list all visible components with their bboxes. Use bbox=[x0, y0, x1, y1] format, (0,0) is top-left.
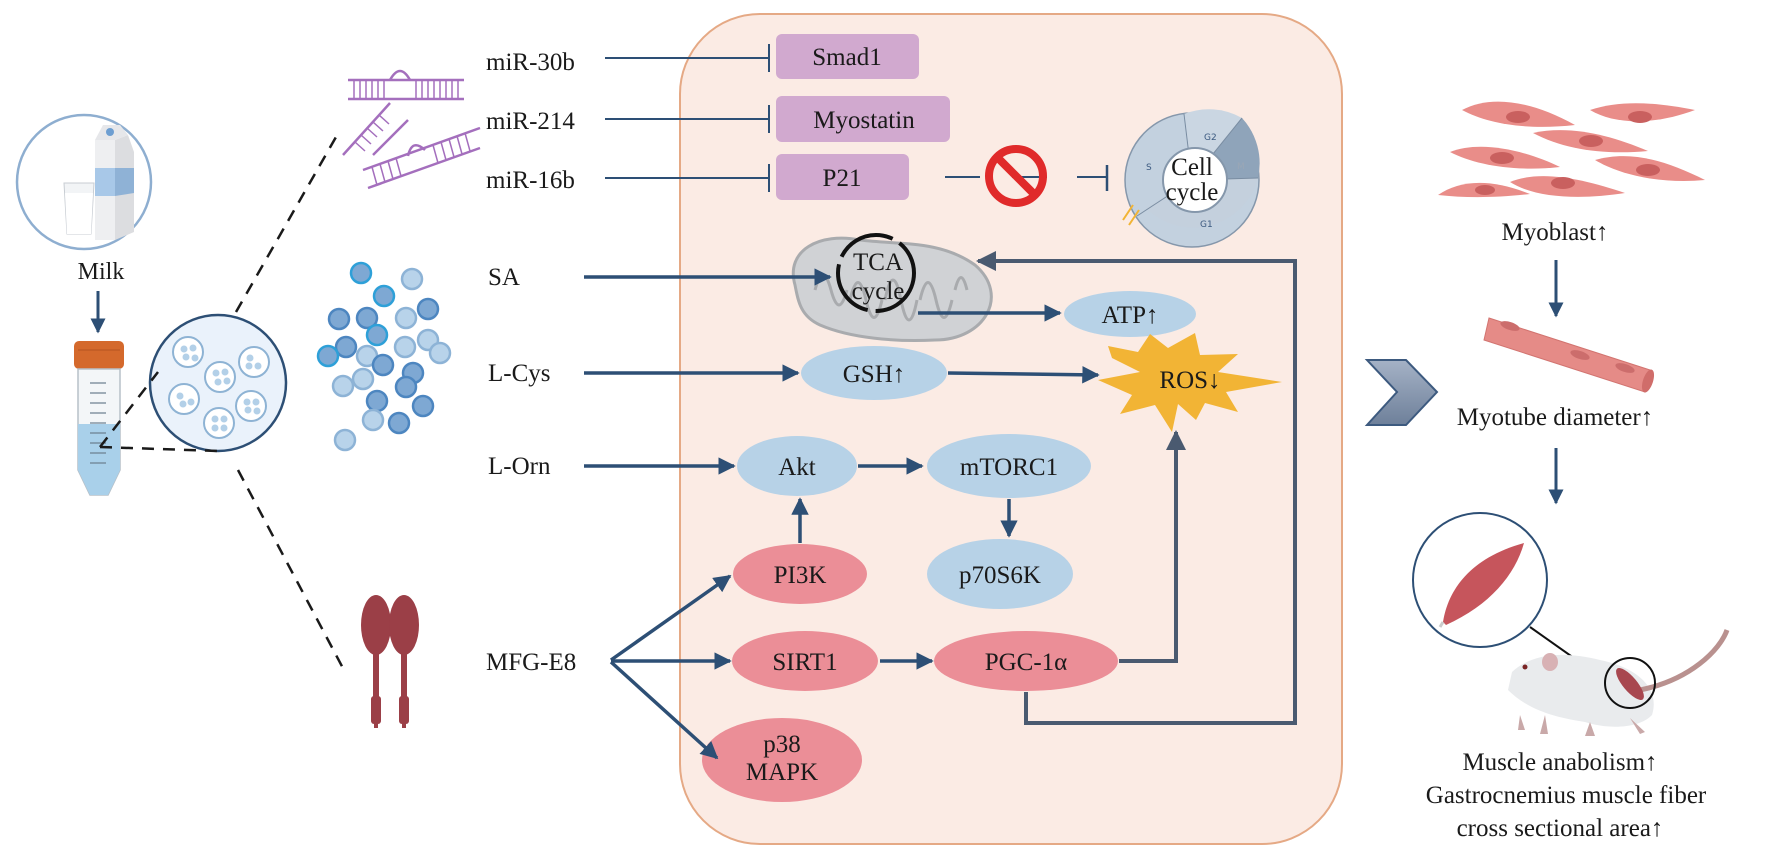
cell-cycle-icon: G2 M G1 S bbox=[1122, 109, 1260, 248]
myotube-icon bbox=[1483, 317, 1655, 393]
outcome-line2: Gastrocnemius muscle fiber bbox=[1426, 782, 1707, 809]
phase-g1: G1 bbox=[1200, 220, 1213, 230]
arrow-pgc1a-to-ros bbox=[1119, 430, 1186, 663]
phase-m: M bbox=[1237, 162, 1245, 172]
node-akt bbox=[737, 436, 857, 496]
muscle-magnified-icon bbox=[1412, 512, 1548, 648]
metabolites-icon bbox=[316, 261, 452, 452]
node-p38-label-line1: p38 bbox=[763, 731, 801, 758]
transition-chevron-icon bbox=[1364, 359, 1439, 426]
node-mtorc1-label: mTORC1 bbox=[960, 454, 1058, 481]
node-atp-label: ATP↑ bbox=[1102, 302, 1159, 329]
node-gsh-label: GSH↑ bbox=[843, 361, 906, 388]
mirna-label-mir214: miR-214 bbox=[486, 108, 575, 135]
node-sirt1-label: SIRT1 bbox=[772, 649, 837, 676]
mirna-label-mir30b: miR-30b bbox=[486, 49, 575, 76]
node-mtorc1 bbox=[927, 434, 1091, 498]
outcome-myotube: Myotube diameter↑ bbox=[1457, 404, 1653, 431]
node-p38mapk bbox=[702, 718, 862, 802]
cell-cycle-label-line2: cycle bbox=[1166, 179, 1219, 206]
milk-icon bbox=[15, 113, 153, 251]
outcome-line3: cross sectional area↑ bbox=[1457, 815, 1664, 842]
target-label-myostatin: Myostatin bbox=[813, 107, 915, 134]
outcome-line1: Muscle anabolism↑ bbox=[1462, 749, 1657, 776]
metabolite-label-lcys: L-Cys bbox=[488, 360, 551, 387]
node-ros-burst bbox=[1098, 333, 1282, 432]
outcome-myoblast: Myoblast↑ bbox=[1502, 219, 1609, 246]
arrow-mfge8-to-pi3k bbox=[609, 574, 732, 662]
target-box-p21 bbox=[776, 154, 909, 200]
metabolite-label-sa: SA bbox=[488, 264, 520, 291]
node-ros-label: ROS↓ bbox=[1159, 367, 1220, 394]
target-label-p21: P21 bbox=[823, 165, 862, 192]
target-box-smad1 bbox=[776, 34, 919, 79]
cell-cycle-label-line1: Cell bbox=[1171, 154, 1213, 181]
arrow-gsh-to-ros bbox=[947, 366, 1100, 384]
phase-g2: G2 bbox=[1204, 133, 1217, 143]
node-pi3k bbox=[733, 544, 867, 604]
metabolite-label-lorn: L-Orn bbox=[488, 453, 551, 480]
feedback-arrows bbox=[976, 251, 1297, 725]
node-p70s6k-label: p70S6K bbox=[959, 562, 1041, 589]
node-p70s6k bbox=[927, 539, 1073, 609]
node-sirt1 bbox=[732, 631, 878, 691]
node-pgc1a-label: PGC-1α bbox=[985, 649, 1068, 676]
myoblast-cells-icon bbox=[1438, 101, 1705, 198]
arrow-pgc1a-to-tca bbox=[976, 251, 1297, 725]
exosome-magnified-icon bbox=[148, 313, 288, 453]
node-gsh bbox=[801, 346, 947, 400]
target-label-smad1: Smad1 bbox=[812, 44, 881, 71]
node-pi3k-label: PI3K bbox=[774, 562, 827, 589]
phase-s: S bbox=[1146, 163, 1152, 173]
node-atp bbox=[1064, 291, 1196, 337]
dashed-zoom-lines bbox=[99, 136, 347, 673]
milk-label: Milk bbox=[78, 259, 125, 285]
prohibited-icon bbox=[985, 145, 1047, 207]
tca-label-line1: TCA bbox=[853, 249, 903, 276]
tca-label-line2: cycle bbox=[852, 278, 905, 305]
mirna-icon bbox=[342, 69, 481, 190]
mfge8-label: MFG-E8 bbox=[486, 649, 576, 676]
centrifuge-tube-icon bbox=[74, 341, 124, 496]
node-p38-label-line2: MAPK bbox=[746, 759, 818, 786]
mfge8-protein-icon bbox=[361, 595, 419, 728]
node-akt-label: Akt bbox=[778, 454, 816, 481]
node-pgc1a bbox=[934, 631, 1118, 691]
mirna-inhibition-lines bbox=[605, 44, 770, 192]
arrow-mfge8-to-p38 bbox=[609, 660, 719, 760]
mitochondrion-icon bbox=[791, 233, 993, 342]
pathway-arrows bbox=[584, 268, 1100, 760]
mouse-icon bbox=[1508, 629, 1730, 736]
mirna-label-mir16b: miR-16b bbox=[486, 167, 575, 194]
target-box-myostatin bbox=[776, 96, 950, 142]
